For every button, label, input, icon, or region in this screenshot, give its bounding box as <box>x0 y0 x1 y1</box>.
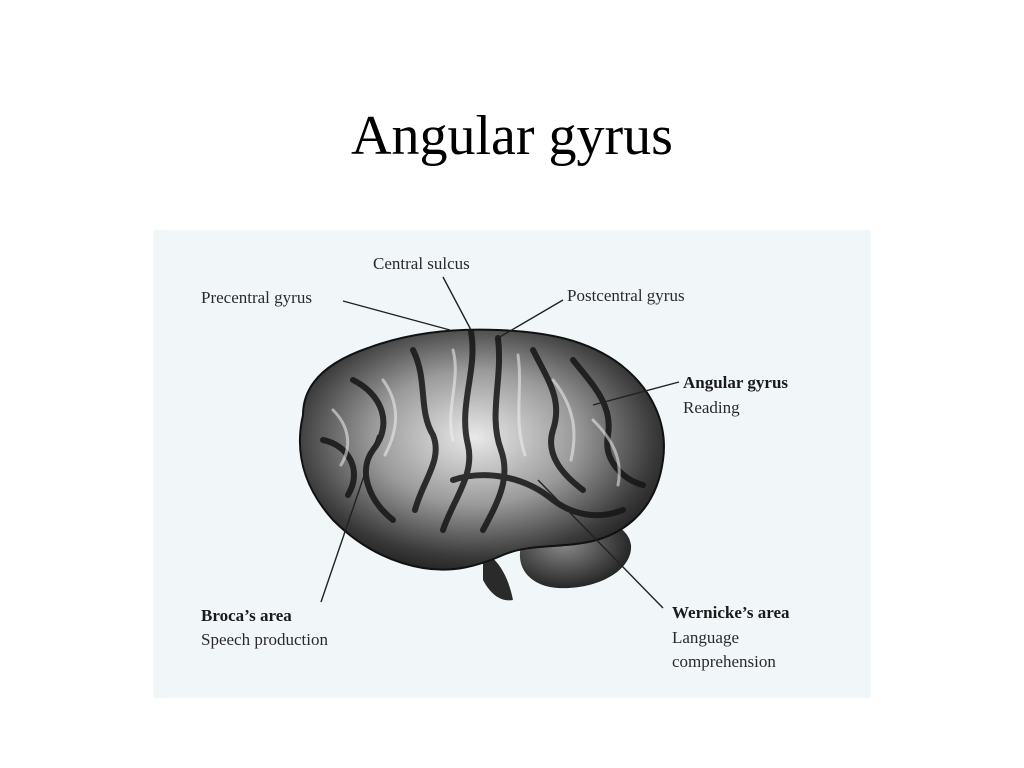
leader-angular-gyrus <box>592 381 680 406</box>
label-brocas-area: Broca’s area <box>201 606 292 625</box>
label-angular-gyrus: Angular gyrus <box>683 373 789 392</box>
label-wernickes-area-function-1: Language <box>672 628 740 647</box>
brain-illustration <box>298 276 680 609</box>
label-angular-gyrus-function: Reading <box>683 398 740 417</box>
leader-wernickes-area <box>537 479 664 609</box>
brain-figure: Central sulcus Precentral gyrus Postcent… <box>153 230 871 698</box>
leader-precentral-gyrus <box>342 300 451 331</box>
slide-title: Angular gyrus <box>351 105 673 167</box>
leader-brocas-area <box>320 434 379 603</box>
label-wernickes-area-function-2: comprehension <box>672 652 776 671</box>
label-brocas-area-function: Speech production <box>201 630 328 649</box>
label-precentral-gyrus: Precentral gyrus <box>201 288 312 307</box>
brain-stem <box>483 550 513 601</box>
label-postcentral-gyrus: Postcentral gyrus <box>567 286 685 305</box>
leader-postcentral-gyrus <box>497 299 564 339</box>
leader-central-sulcus <box>442 276 472 331</box>
label-central-sulcus: Central sulcus <box>373 254 470 273</box>
label-wernickes-area: Wernicke’s area <box>672 603 790 622</box>
